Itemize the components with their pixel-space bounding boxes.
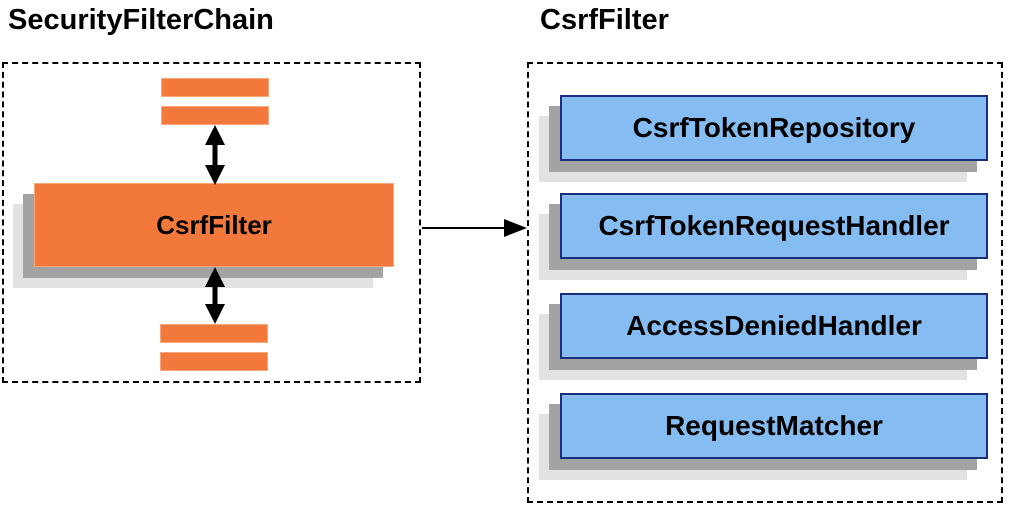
security-filter-chain-container: CsrfFilter	[2, 62, 421, 383]
filter-placeholder-bar-bottom-2	[160, 352, 268, 371]
filter-placeholder-bar-bottom-1	[160, 324, 268, 343]
component-box-csrf-token-request-handler: CsrfTokenRequestHandler	[560, 193, 988, 259]
csrf-filter-box-label: CsrfFilter	[156, 209, 272, 240]
csrf-filter-components-container: CsrfTokenRepository CsrfTokenRequestHand…	[527, 62, 1003, 503]
csrf-filter-title: CsrfFilter	[540, 4, 669, 36]
csrf-filter-box: CsrfFilter	[34, 183, 394, 267]
component-box-access-denied-handler: AccessDeniedHandler	[560, 293, 988, 359]
filter-placeholder-bar-top-2	[161, 106, 269, 125]
component-label: CsrfTokenRepository	[632, 112, 916, 143]
component-label: RequestMatcher	[665, 410, 883, 441]
component-box-csrf-token-repository: CsrfTokenRepository	[560, 95, 988, 161]
security-filter-chain-title: SecurityFilterChain	[8, 4, 274, 36]
flow-arrow-icon	[422, 219, 527, 237]
component-label: AccessDeniedHandler	[626, 310, 922, 341]
filter-placeholder-bar-top-1	[161, 78, 269, 97]
component-label: CsrfTokenRequestHandler	[598, 210, 950, 241]
component-box-request-matcher: RequestMatcher	[560, 393, 988, 459]
